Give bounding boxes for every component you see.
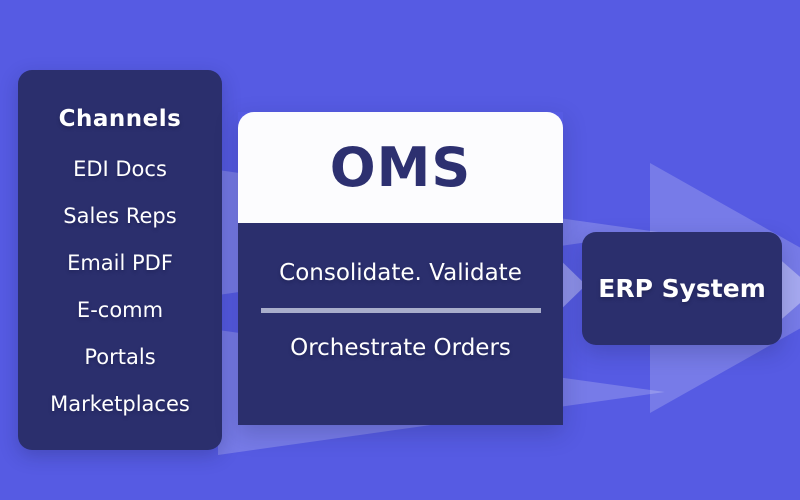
oms-line-orchestrate-orders: Orchestrate Orders <box>290 335 511 361</box>
channels-panel-title: Channels <box>58 106 182 132</box>
channel-item-marketplaces: Marketplaces <box>50 391 190 416</box>
channels-panel: Channels EDI Docs Sales Reps Email PDF E… <box>18 70 222 450</box>
channel-item-sales-reps: Sales Reps <box>63 203 177 228</box>
oms-card: OMS Consolidate. Validate Orchestrate Or… <box>238 112 563 425</box>
channel-item-portals: Portals <box>84 344 156 369</box>
oms-title: OMS <box>329 136 472 199</box>
erp-card: ERP System <box>582 232 782 345</box>
channel-item-edi-docs: EDI Docs <box>73 156 167 181</box>
erp-label: ERP System <box>598 274 766 303</box>
channel-item-email-pdf: Email PDF <box>67 250 173 275</box>
oms-card-header: OMS <box>238 112 563 223</box>
channel-item-e-comm: E-comm <box>76 297 164 322</box>
oms-line-consolidate-validate: Consolidate. Validate <box>279 260 522 286</box>
oms-card-body: Consolidate. Validate Orchestrate Orders <box>238 223 563 425</box>
oms-divider <box>260 308 541 313</box>
